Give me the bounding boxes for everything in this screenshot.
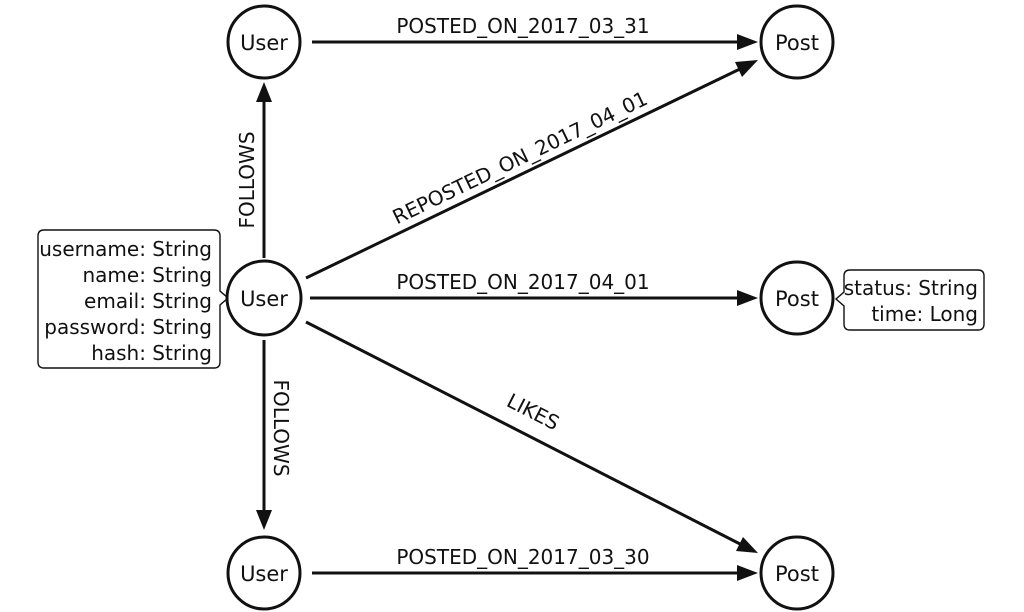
- edge-line: [305, 320, 743, 547]
- edge-reposted-2017-04-01: REPOSTED_ON_2017_04_01: [305, 60, 758, 280]
- property-password: password: String: [44, 315, 212, 339]
- edge-label: POSTED_ON_2017_03_30: [396, 545, 649, 569]
- node-label: User: [240, 562, 288, 586]
- node-circle: [225, 259, 303, 337]
- edge-label: FOLLOWS: [269, 379, 293, 476]
- node-post-bottom: Post: [759, 535, 835, 611]
- node-user-top: User: [226, 4, 302, 80]
- node-post-middle: Post: [759, 260, 835, 336]
- edge-label: REPOSTED_ON_2017_04_01: [389, 86, 652, 229]
- node-label: User: [240, 287, 288, 311]
- arrow-head: [736, 537, 758, 553]
- node-circle: [226, 4, 302, 80]
- property-status: status: String: [844, 276, 978, 300]
- edge-label: POSTED_ON_2017_03_31: [396, 14, 649, 38]
- post-properties-callout: status: String time: Long: [834, 269, 985, 331]
- property-time: time: Long: [871, 302, 978, 326]
- node-circle: [759, 535, 835, 611]
- edge-label: FOLLOWS: [235, 131, 259, 228]
- edge-follows-up: FOLLOWS: [235, 82, 272, 258]
- arrow-head: [735, 60, 758, 77]
- node-user-center: User: [225, 259, 303, 337]
- arrow-head: [256, 82, 272, 102]
- arrow-head: [256, 510, 272, 530]
- node-post-top: Post: [759, 4, 835, 80]
- arrow-head: [737, 34, 758, 50]
- node-circle: [759, 4, 835, 80]
- node-label: User: [240, 31, 288, 55]
- node-circle: [759, 260, 835, 336]
- edge-posted-2017-03-30: POSTED_ON_2017_03_30: [312, 545, 758, 581]
- edge-posted-2017-03-31: POSTED_ON_2017_03_31: [312, 14, 758, 50]
- node-label: Post: [775, 562, 819, 586]
- callout-box: [37, 229, 230, 369]
- property-name: name: String: [82, 263, 212, 287]
- user-properties-callout: username: String name: String email: Str…: [37, 229, 230, 369]
- edge-posted-2017-04-01: POSTED_ON_2017_04_01: [310, 270, 758, 306]
- arrow-head: [737, 565, 758, 581]
- callout-box: [834, 269, 985, 331]
- edge-follows-down: FOLLOWS: [256, 340, 293, 530]
- node-circle: [226, 535, 302, 611]
- node-label: Post: [775, 287, 819, 311]
- node-label: Post: [775, 31, 819, 55]
- edge-likes: LIKES: [305, 320, 758, 553]
- property-email: email: String: [84, 289, 212, 313]
- property-username: username: String: [39, 237, 212, 261]
- edge-line: [305, 66, 743, 280]
- edge-label: POSTED_ON_2017_04_01: [396, 270, 649, 294]
- arrow-head: [737, 290, 758, 306]
- node-user-bottom: User: [226, 535, 302, 611]
- property-hash: hash: String: [91, 341, 212, 365]
